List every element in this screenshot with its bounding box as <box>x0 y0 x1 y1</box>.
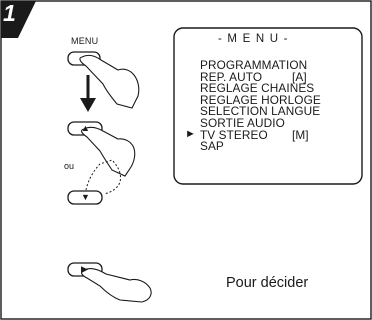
menu-item: SAP <box>200 141 321 153</box>
menu-list: PROGRAMMATION REP. AUTO[A] REGLAGE CHAIN… <box>200 60 321 153</box>
or-label: ou <box>64 162 74 171</box>
down-triangle-icon: ▼ <box>81 193 90 202</box>
up-triangle-icon: ▲ <box>81 124 90 133</box>
step-number: 1 <box>3 2 16 25</box>
hand-enter-icon <box>82 269 152 302</box>
menu-button-label: MENU <box>71 37 98 46</box>
decide-caption: Pour décider <box>226 276 308 291</box>
menu-item-label: SAP <box>200 139 224 153</box>
hand-up-icon <box>82 127 135 176</box>
down-arrow-icon <box>80 98 96 112</box>
menu-item-value: [M] <box>292 130 309 142</box>
menu-title: - M E N U - <box>218 34 289 46</box>
selection-pointer-icon: ► <box>185 128 196 140</box>
enter-triangle-icon: ▶ <box>81 265 88 274</box>
